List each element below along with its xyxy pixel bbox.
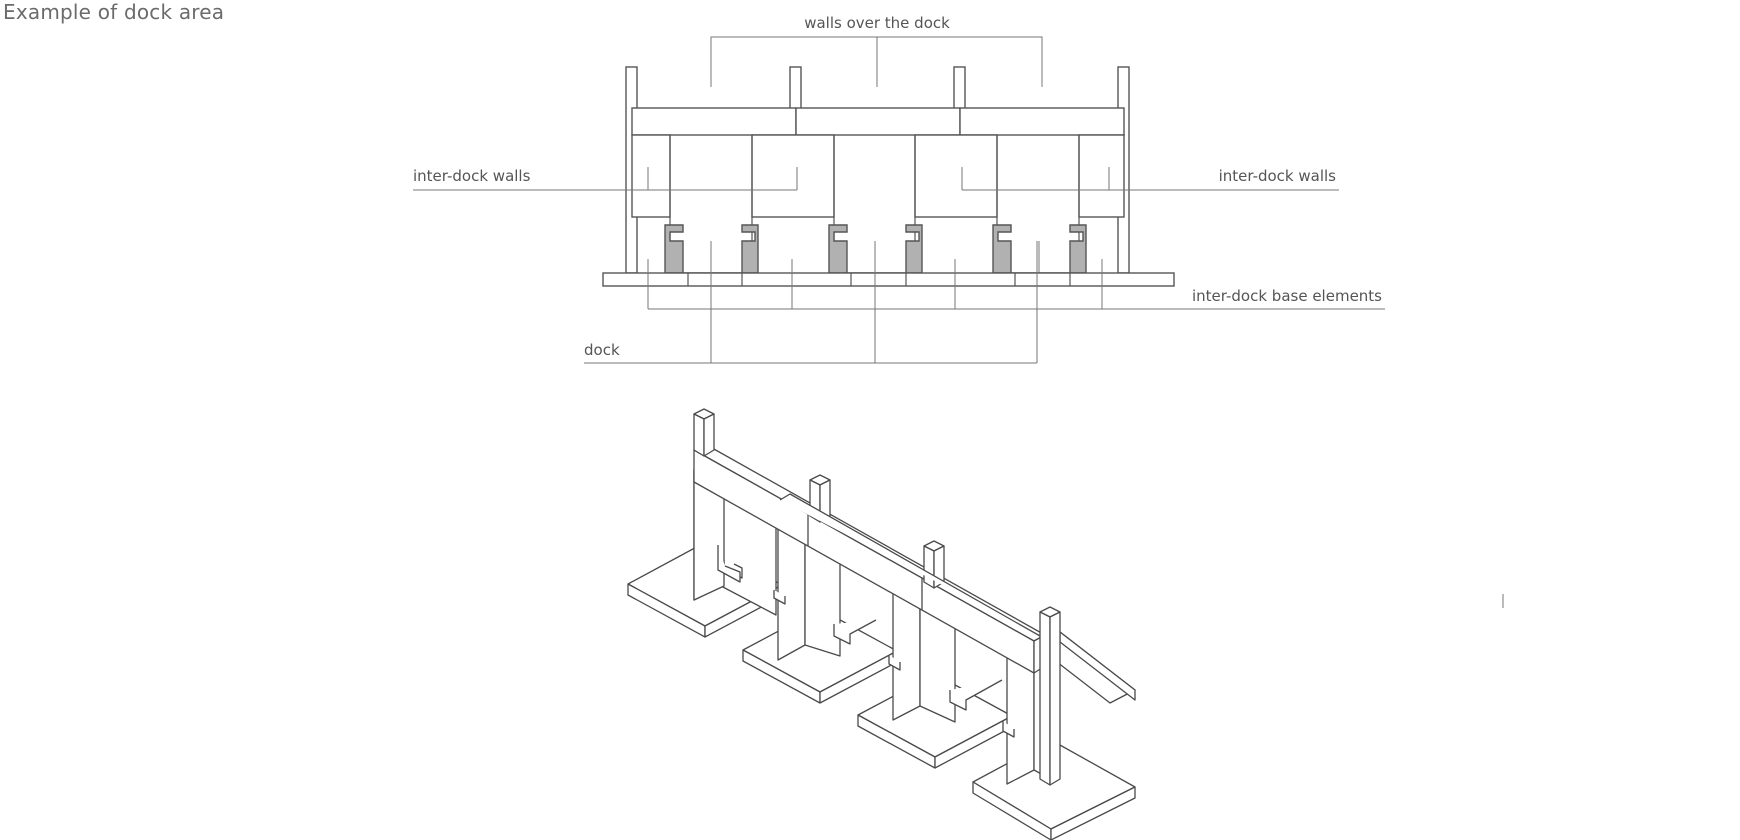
post-2	[789, 66, 802, 110]
dock-1	[664, 224, 759, 274]
post-3	[953, 66, 966, 110]
beam-segment-3	[959, 107, 1125, 136]
label-walls-over-the-dock: walls over the dock	[804, 14, 950, 32]
inter-dock-wall-3	[914, 134, 998, 218]
isometric-view	[627, 408, 1136, 840]
label-inter-dock-walls-right: inter-dock walls	[1219, 167, 1337, 185]
iso-back-wall	[779, 493, 1041, 637]
front-elevation: walls over the dock inter-dock walls int…	[413, 14, 1385, 364]
label-dock: dock	[584, 341, 620, 359]
leader-walls-over-the-dock	[710, 36, 1043, 87]
label-inter-dock-walls-left: inter-dock walls	[413, 167, 531, 185]
inter-dock-wall-4	[1078, 134, 1125, 218]
dock-2	[828, 224, 923, 274]
leader-dock	[584, 241, 1038, 364]
base-slab	[602, 272, 1175, 287]
label-inter-dock-base-elements: inter-dock base elements	[1192, 287, 1382, 305]
leader-inter-dock-walls-left	[413, 167, 798, 191]
inter-dock-wall-2	[751, 134, 835, 218]
dock-3	[992, 224, 1087, 274]
inter-dock-wall-1	[631, 134, 671, 218]
beam-segment-1	[631, 107, 797, 136]
leader-inter-dock-walls-right	[961, 167, 1339, 191]
beam-segment-2	[795, 107, 961, 136]
page-title: Example of dock area	[3, 0, 225, 24]
iso-post-1	[693, 408, 715, 457]
leader-inter-dock-base-elements	[647, 259, 1385, 310]
iso-post-4	[1039, 606, 1061, 786]
